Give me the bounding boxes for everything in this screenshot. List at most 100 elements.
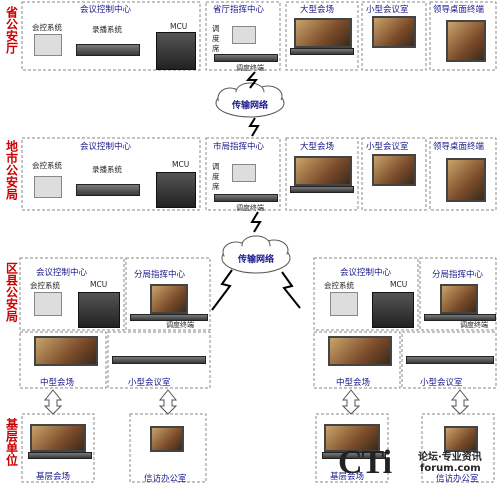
level-label-city: 地市公安局	[2, 140, 20, 204]
link-network-county-right	[281, 271, 301, 309]
link-province-network	[245, 71, 258, 89]
province-mcu-label: MCU	[170, 22, 188, 31]
province-leader-label: 领导桌面终端	[433, 5, 485, 15]
base-right-petition-label: 信访办公室	[436, 474, 479, 484]
city-command-label: 市局指挥中心	[213, 142, 265, 152]
link-city-network	[250, 211, 262, 233]
county-left-small-box	[107, 331, 211, 389]
link-network-city	[248, 117, 260, 137]
province-conf-control-pc	[34, 34, 62, 56]
base-right-venue-screen	[324, 424, 380, 452]
city-large-venue-codec	[290, 186, 354, 193]
province-small-box	[361, 1, 427, 71]
arrow-county-left-petition	[158, 389, 178, 415]
county-right-medium-box	[313, 331, 401, 389]
province-large-box	[285, 1, 359, 71]
city-conf-control-label: 会控系统	[32, 161, 62, 170]
city-leader-screen	[446, 158, 486, 202]
base-left-venue-box	[21, 413, 95, 483]
base-right-venue-box	[315, 413, 389, 483]
county-right-medium-label: 中型会场	[336, 378, 371, 388]
level-base-text: 基层单位	[4, 418, 19, 466]
city-dispatch-terminal-device	[214, 194, 278, 202]
province-recording-device	[76, 44, 140, 56]
province-control-box	[21, 1, 201, 71]
arrow-county-left-base	[43, 389, 63, 415]
base-left-petition-label: 信访办公室	[144, 474, 187, 484]
province-control-center-label: 会议控制中心	[80, 5, 132, 15]
arrow-county-right-base	[341, 389, 361, 415]
county-right-control-label: 会议控制中心	[340, 268, 392, 278]
county-left-branch-label: 分局指挥中心	[134, 270, 186, 280]
city-mcu-label: MCU	[172, 160, 190, 169]
province-small-room-label: 小型会议室	[366, 5, 409, 15]
city-small-box	[361, 137, 427, 211]
county-left-dispatch-label: 调度终端	[166, 321, 194, 329]
base-right-petition-screen	[444, 426, 478, 452]
city-leader-box	[429, 137, 497, 211]
province-conf-control-label: 会控系统	[32, 23, 62, 32]
base-left-venue-codec	[28, 452, 92, 459]
city-command-box	[205, 137, 281, 211]
province-dispatch-terminal-label: 调度终端	[236, 64, 264, 72]
county-left-medium-label: 中型会场	[40, 378, 75, 388]
county-right-conf-control-pc	[330, 292, 358, 316]
city-control-center-label: 会议控制中心	[80, 142, 132, 152]
city-mcu-device	[156, 172, 196, 208]
province-mcu-device	[156, 32, 196, 70]
county-left-conf-control-pc	[34, 292, 62, 316]
county-right-small-label: 小型会议室	[420, 378, 463, 388]
watermark-logo: CTi	[338, 444, 392, 481]
city-dispatch-seat-label: 调度席	[212, 162, 220, 191]
province-dispatch-seat-device	[232, 26, 256, 44]
county-right-conf-control-label: 会控系统	[324, 281, 354, 290]
base-left-petition-screen	[150, 426, 184, 452]
level-label-province: 省公安厅	[2, 6, 20, 58]
county-right-medium-screen	[328, 336, 392, 366]
county-left-mcu-label: MCU	[90, 280, 108, 289]
province-command-box	[205, 1, 281, 71]
county-left-conf-control-label: 会控系统	[30, 281, 60, 290]
watermark-line2: forum.com	[420, 463, 481, 474]
county-left-control-box	[19, 257, 125, 331]
province-large-venue-screen	[294, 18, 352, 48]
base-right-venue-codec	[322, 452, 386, 459]
province-large-venue-label: 大型会场	[300, 5, 335, 15]
link-network-county-left	[211, 269, 233, 311]
county-left-small-codec	[112, 356, 206, 364]
city-large-venue-label: 大型会场	[300, 142, 335, 152]
county-right-mcu-label: MCU	[390, 280, 408, 289]
base-right-petition-box	[421, 413, 495, 483]
province-recording-label: 录播系统	[92, 25, 122, 34]
county-left-dispatch-device	[130, 314, 208, 321]
county-left-mcu-device	[78, 292, 120, 328]
base-left-venue-screen	[30, 424, 86, 452]
city-conf-control-pc	[34, 176, 62, 198]
province-dispatch-seat-label: 调度席	[212, 24, 220, 53]
county-left-branch-screen	[150, 284, 188, 314]
county-left-control-label: 会议控制中心	[36, 268, 88, 278]
level-city-text: 地市公安局	[4, 140, 19, 200]
city-small-room-screen	[372, 154, 416, 186]
province-large-venue-codec	[290, 48, 354, 55]
county-left-small-label: 小型会议室	[128, 378, 171, 388]
province-small-room-screen	[372, 16, 416, 48]
province-leader-screen	[446, 20, 486, 62]
level-province-text: 省公安厅	[4, 6, 19, 54]
county-left-medium-box	[19, 331, 107, 389]
city-large-box	[285, 137, 359, 211]
level-label-base: 基层单位	[2, 418, 20, 470]
city-dispatch-seat-device	[232, 164, 256, 182]
province-command-label: 省厅指挥中心	[213, 5, 265, 15]
base-left-venue-label: 基层会场	[36, 472, 71, 482]
county-right-small-box	[401, 331, 497, 389]
county-left-command-box	[125, 257, 211, 331]
county-right-mcu-device	[372, 292, 414, 328]
network-label-2: 传输网络	[238, 255, 275, 265]
county-right-small-codec	[406, 356, 494, 364]
level-label-county: 区县公安局	[2, 262, 20, 326]
watermark-line1: 论坛·专业资讯	[418, 452, 482, 463]
base-right-venue-label: 基层会场	[330, 472, 365, 482]
